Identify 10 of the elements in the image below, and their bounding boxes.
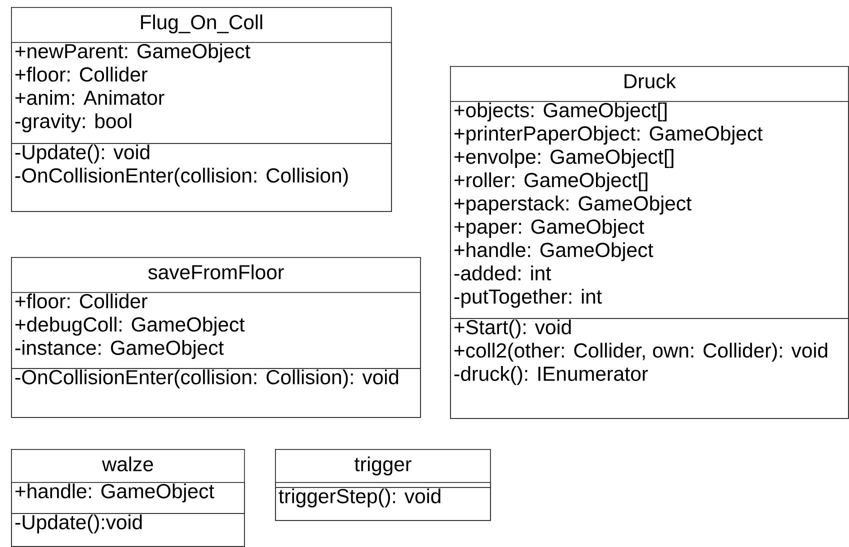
method-compartment: -OnCollisionEnter(collision: Collision): void	[11, 368, 421, 418]
method-compartment: -Update():void	[11, 513, 245, 547]
attribute-compartment: +newParent: GameObject +floor: Collider +anim: Animator -gravity: bool	[11, 42, 392, 144]
method-compartment: -Update(): void -OnCollisionEnter(collision: Collision)	[11, 143, 392, 212]
attribute-compartment: +handle: GameObject	[11, 482, 245, 514]
method-compartment: triggerStep(): void	[275, 487, 491, 521]
empty-compartment	[275, 482, 491, 488]
attribute-compartment: +floor: Collider +debugColl: GameObject -instance: GameObject	[11, 292, 421, 369]
attribute-compartment: +objects: GameObject[] +printerPaperObject: GameObject +envolpe: GameObject[] +roller: GameObject[] +paperstack: GameObject +paper: GameObject +handle: GameObject -added: int -putTogether: int	[450, 101, 849, 319]
method-compartment: +Start(): void +coll2(other: Collider, own: Collider): void -druck(): IEnumerator	[450, 318, 849, 419]
